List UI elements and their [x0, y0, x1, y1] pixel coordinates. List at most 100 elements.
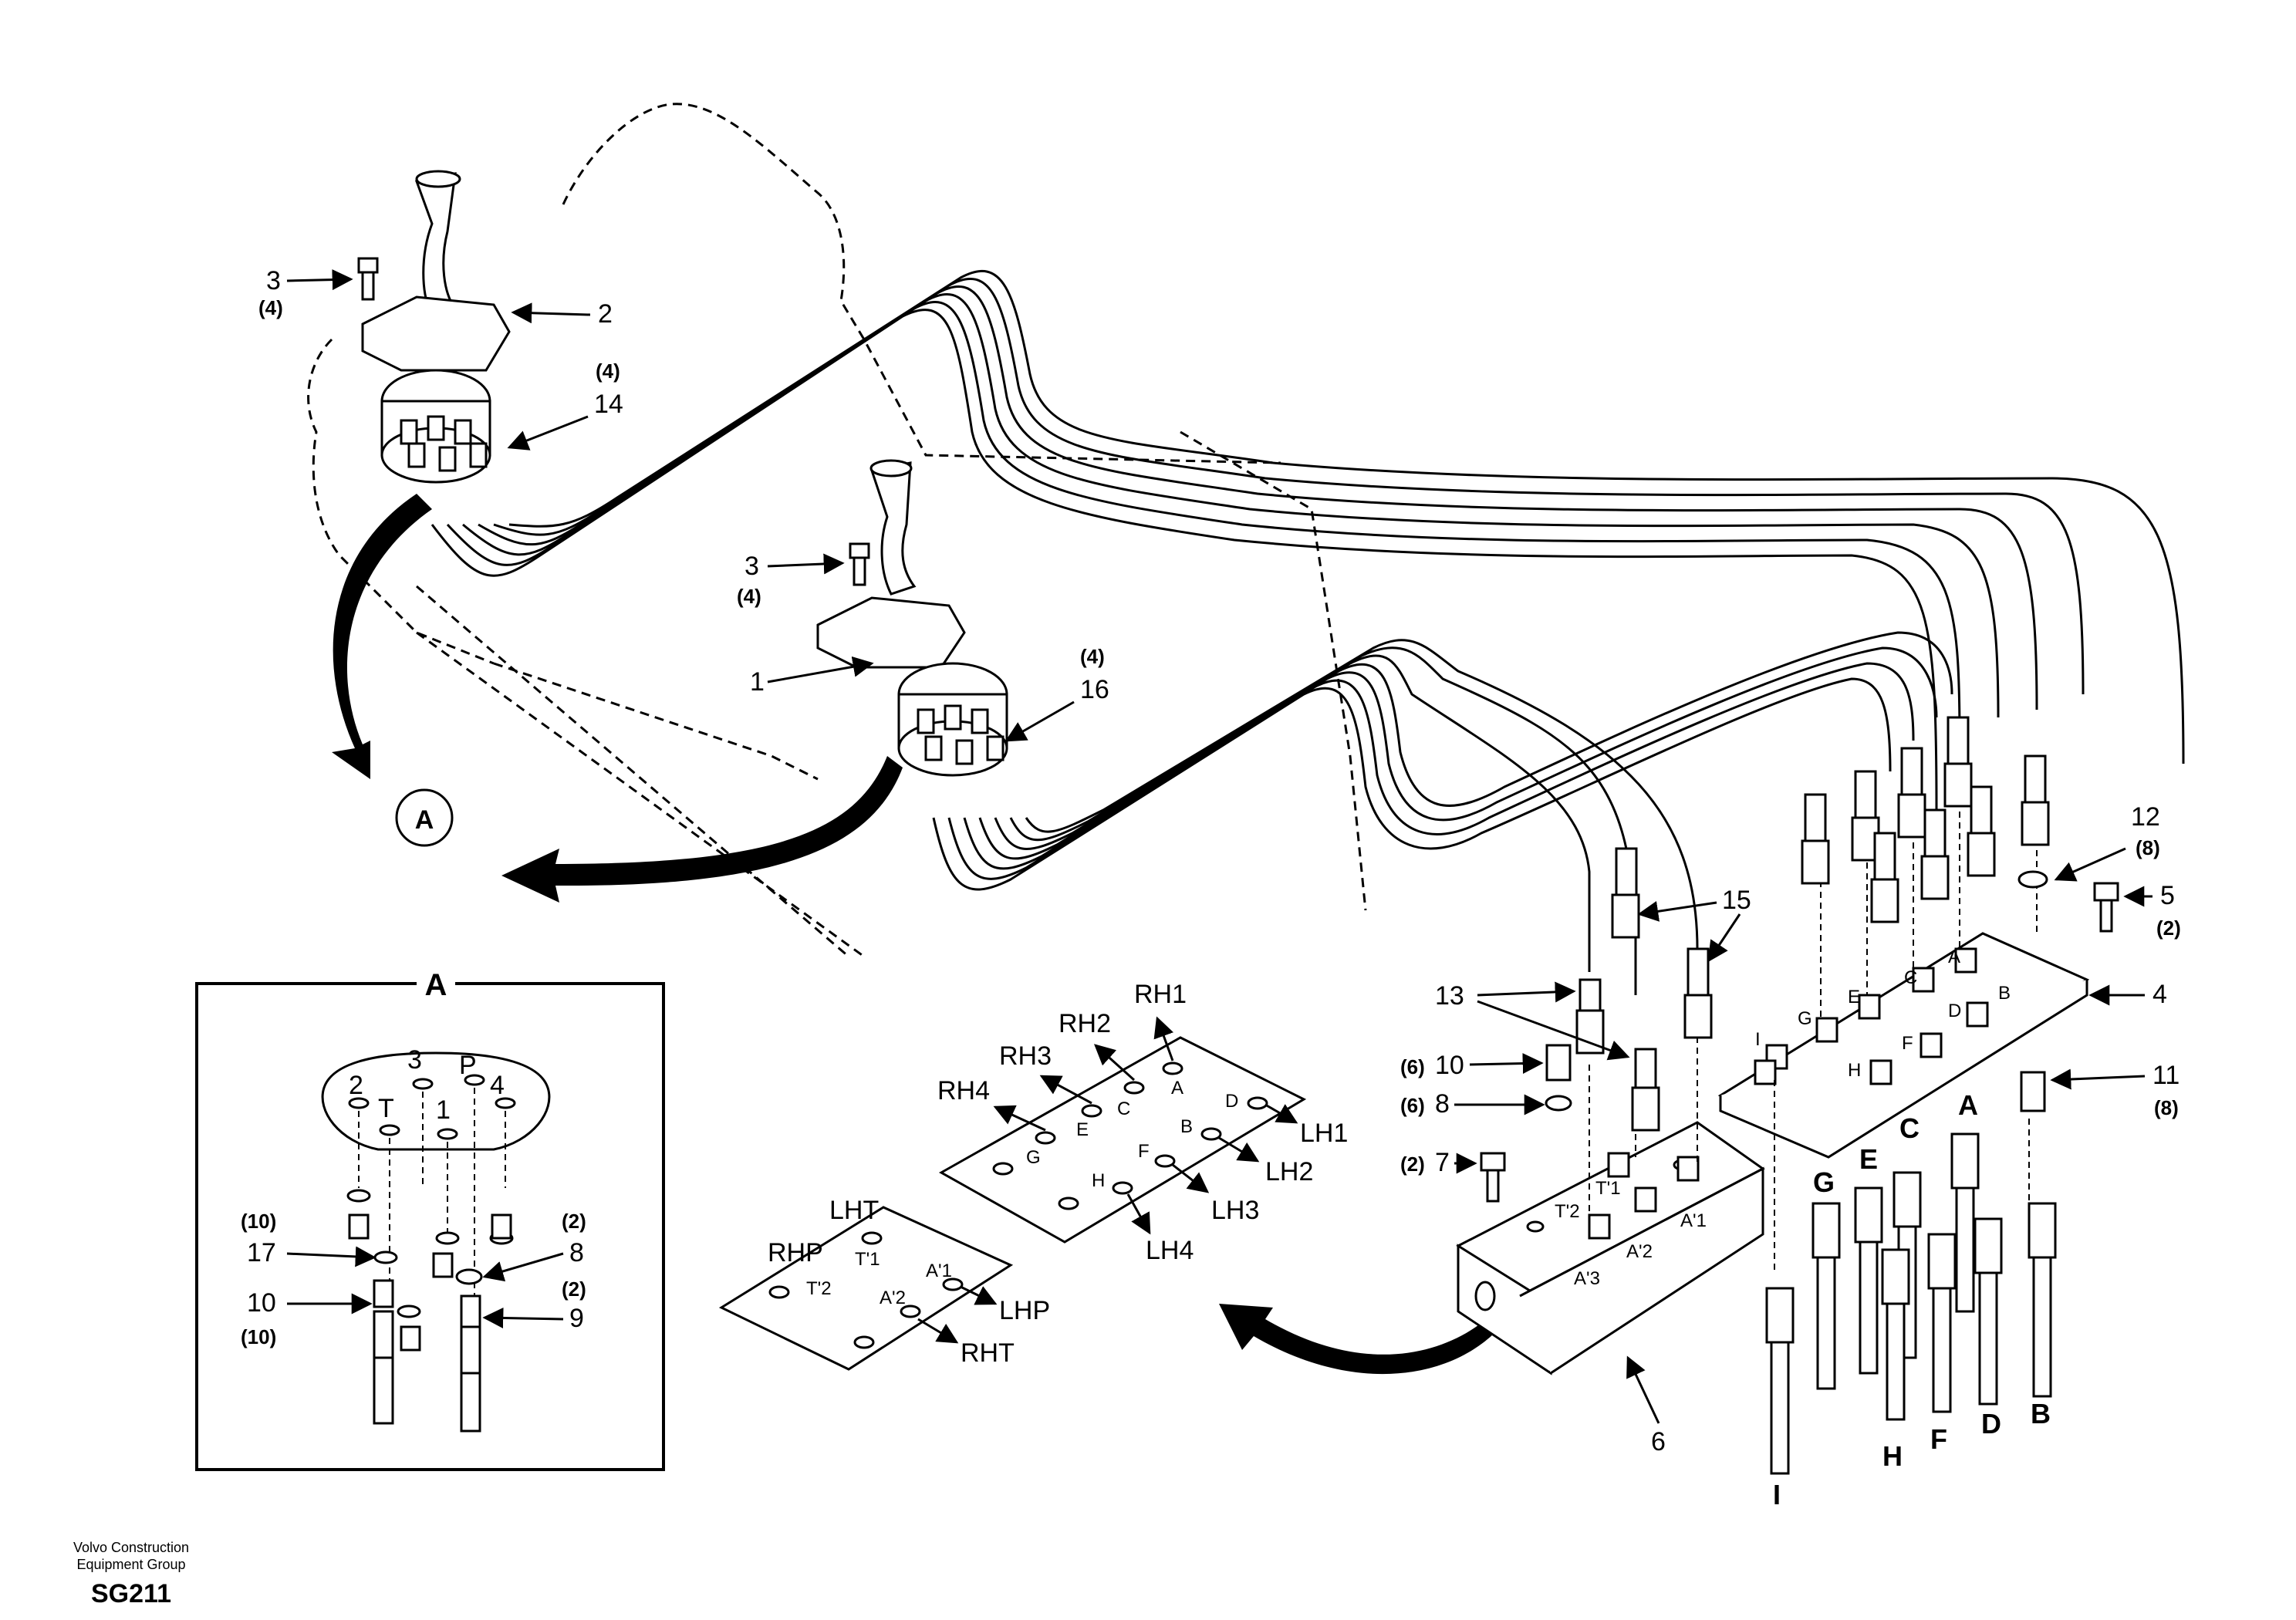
block-port-a2: A'2	[1626, 1241, 1653, 1262]
detail-a-title: A	[425, 968, 447, 1002]
hose-letter-i: I	[1773, 1479, 1781, 1510]
lplate-port-a2: A'2	[880, 1288, 906, 1308]
company-line-2: Equipment Group	[76, 1557, 186, 1572]
view-marker-a: A	[395, 788, 454, 847]
qty-5: (2)	[2156, 916, 2181, 940]
callout-15: 15	[1722, 886, 1751, 915]
valve-port-i: I	[1755, 1029, 1761, 1050]
qty-14: (4)	[596, 359, 620, 383]
valve-port-h: H	[1848, 1060, 1861, 1081]
label-lh1: LH1	[1300, 1119, 1348, 1148]
view-marker-text: A	[415, 805, 434, 835]
callout-8: 8	[1435, 1089, 1450, 1119]
joystick-2	[361, 170, 511, 484]
label-lh4: LH4	[1146, 1236, 1194, 1265]
detail-a-base-plate	[321, 1051, 551, 1151]
qty-17: (10)	[241, 1210, 276, 1233]
callout-11: 11	[2152, 1061, 2180, 1090]
qty-7: (2)	[1400, 1153, 1425, 1176]
loose-parts	[1480, 870, 2119, 1203]
block-port-t2: T'2	[1555, 1201, 1580, 1222]
callout-13: 13	[1435, 981, 1464, 1011]
rplate-port-d: D	[1225, 1091, 1238, 1112]
qty-10: (10)	[241, 1325, 276, 1348]
joystick-2-fittings	[400, 415, 488, 472]
valve-port-d: D	[1948, 1001, 1961, 1021]
qty-10: (6)	[1400, 1055, 1425, 1078]
manifold-block	[1456, 1121, 1765, 1375]
hose-letter-d: D	[1981, 1408, 2001, 1439]
callout-7: 7	[1435, 1148, 1450, 1177]
detail-a-fittings	[346, 1189, 514, 1433]
rplate-port-b: B	[1180, 1116, 1193, 1137]
label-rh3: RH3	[999, 1041, 1052, 1071]
rplate-port-g: G	[1026, 1147, 1041, 1168]
manifold-fittings	[1588, 1152, 1700, 1240]
joystick-1-fittings	[917, 704, 1004, 765]
joystick-1	[816, 459, 1008, 777]
detail-a-panel: A	[195, 968, 665, 1471]
hose-letter-b: B	[2031, 1398, 2051, 1429]
curved-arrow-right	[501, 756, 903, 903]
callouts: 3 (4) 2 (4) 14 3 (4) 1 (4) 16 15 13 (6) …	[258, 266, 2181, 1456]
label-lht: LHT	[829, 1196, 879, 1225]
callout-6: 6	[1651, 1427, 1666, 1456]
footer-credit: Volvo Construction Equipment Group SG211	[39, 1539, 224, 1609]
hose-letter-c: C	[1899, 1112, 1920, 1144]
qty-16: (4)	[1080, 645, 1105, 668]
valve-port-a: A	[1948, 947, 1960, 967]
rplate-port-a: A	[1171, 1078, 1183, 1099]
callout-4: 4	[2152, 980, 2167, 1009]
rplate-port-f: F	[1138, 1141, 1150, 1162]
curved-arrow-left	[332, 494, 432, 779]
port-p-label: P	[459, 1051, 477, 1080]
callout-9: 9	[569, 1304, 584, 1333]
detail-a-callouts: (10) 17 10 (10) (2) 8 (2) 9	[241, 1210, 586, 1348]
valve-port-g: G	[1798, 1008, 1812, 1029]
hose-letter-f: F	[1930, 1423, 1947, 1455]
hose-letter-h: H	[1882, 1440, 1903, 1472]
hose-bundle-lower	[932, 631, 1953, 995]
lplate-port-a1: A'1	[926, 1261, 952, 1281]
curved-arrow-block	[1219, 1304, 1493, 1375]
valve-port-c: C	[1904, 967, 1917, 988]
valve-port-f: F	[1902, 1033, 1913, 1054]
hose-end-fittings-upper	[1575, 716, 2050, 1132]
label-rht: RHT	[961, 1338, 1015, 1368]
label-rh1: RH1	[1134, 980, 1187, 1009]
diagram-code: SG211	[91, 1579, 171, 1608]
callout-3-lower: 3	[745, 552, 759, 581]
qty-3-lower: (4)	[737, 585, 761, 608]
valve-port-e: E	[1848, 987, 1860, 1007]
port-4-label: 4	[490, 1071, 505, 1100]
callout-10: 10	[247, 1288, 276, 1318]
qty-9: (2)	[562, 1277, 586, 1301]
port-1-label: 1	[436, 1095, 451, 1125]
hose-letters: A B C D E F G H I	[1773, 1089, 2051, 1510]
port-plate-right: A D C B E F G H RH1 RH2 RH3 RH4 LH1 LH2 …	[937, 980, 1348, 1265]
hose-end-fittings-lower	[1765, 1132, 2057, 1475]
lplate-port-t2: T'2	[806, 1278, 832, 1299]
qty-11: (8)	[2154, 1096, 2179, 1119]
label-rh2: RH2	[1059, 1009, 1111, 1038]
callout-8: 8	[569, 1238, 584, 1267]
port-t-label: T	[378, 1094, 394, 1123]
label-rh4: RH4	[937, 1076, 990, 1105]
port-2-label: 2	[349, 1071, 363, 1100]
qty-3-upper: (4)	[258, 296, 283, 319]
callout-16: 16	[1080, 675, 1109, 704]
valve-port-b: B	[1998, 983, 2011, 1004]
callout-3-upper: 3	[266, 266, 281, 295]
hose-bundle-upper	[430, 269, 2185, 811]
block-port-a3: A'3	[1574, 1268, 1600, 1289]
callout-12: 12	[2131, 802, 2160, 832]
callout-17: 17	[247, 1238, 276, 1267]
lplate-port-t1: T'1	[855, 1249, 880, 1270]
callout-1: 1	[750, 667, 765, 697]
hose-letter-a: A	[1958, 1089, 1978, 1121]
port-3-label: 3	[407, 1045, 422, 1075]
view-arrows	[332, 494, 1493, 1375]
callout-2: 2	[598, 299, 613, 329]
callout-5: 5	[2160, 881, 2175, 910]
